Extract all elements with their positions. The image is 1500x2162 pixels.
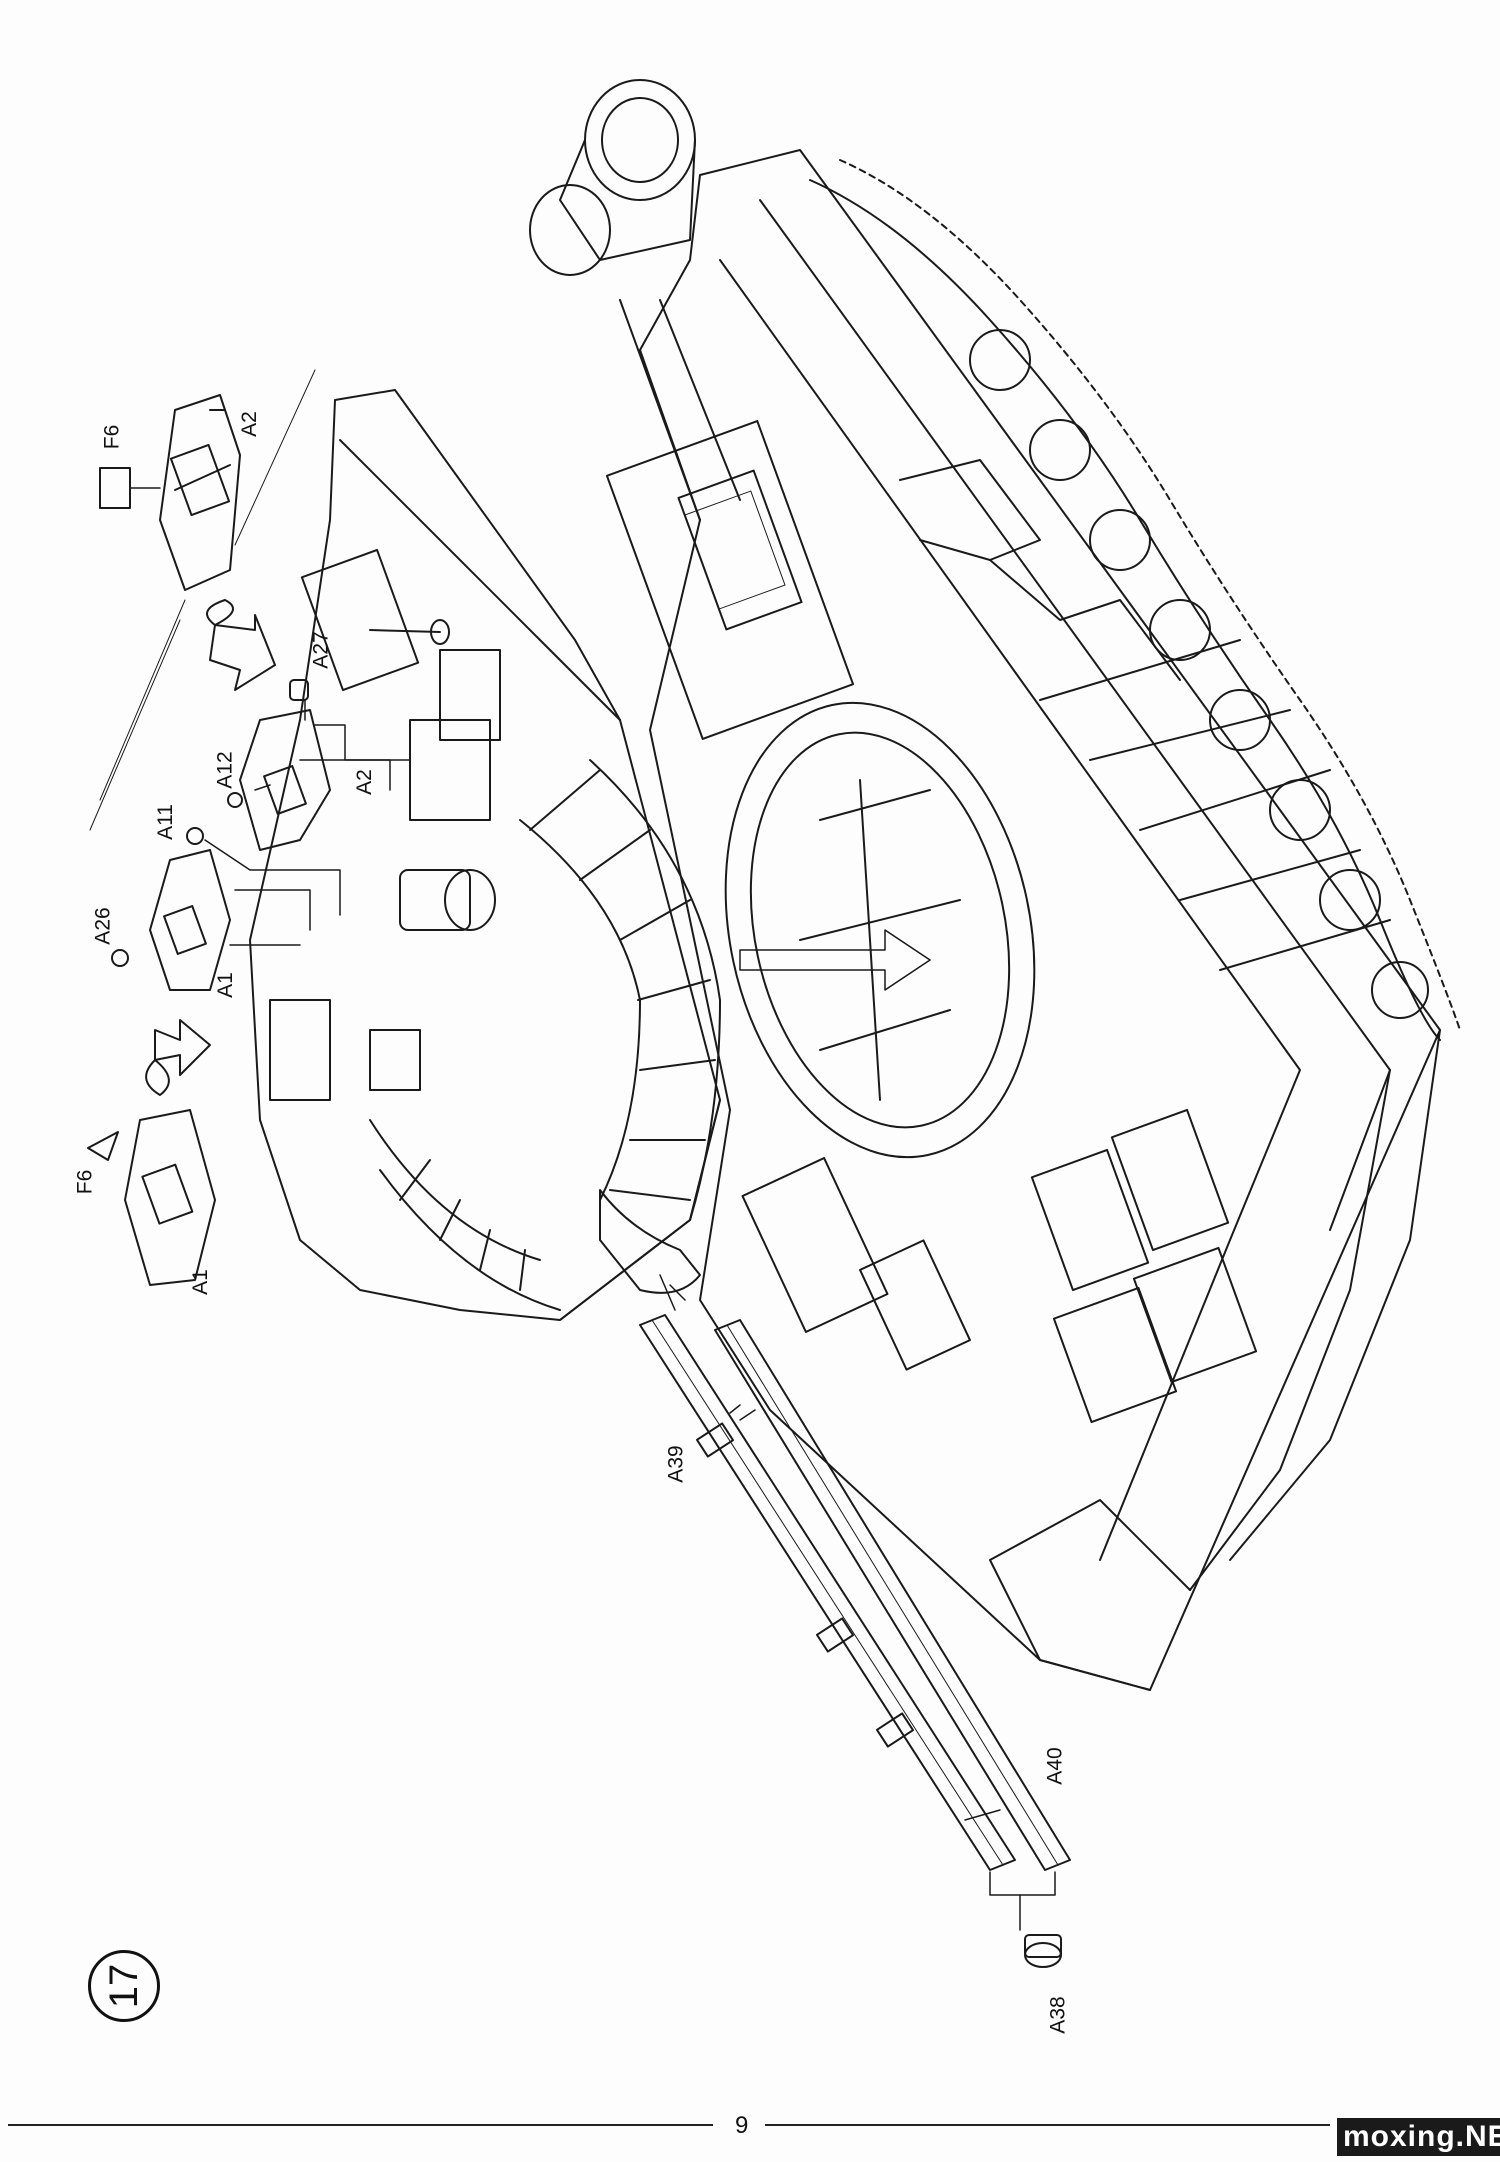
gun-barrel-drawing [639, 1274, 1071, 1968]
label-a11: A11 [153, 804, 177, 840]
label-f6-top: F6 [100, 424, 124, 450]
label-a2-top: A2 [237, 411, 261, 437]
installation-arrow [669, 929, 931, 1301]
label-a39: A39 [664, 1445, 688, 1483]
hull-drawing [529, 79, 1461, 1691]
label-a2-mid: A2 [352, 769, 376, 795]
label-a27: A27 [309, 631, 333, 669]
label-a40: A40 [1043, 1747, 1067, 1785]
page-number: 9 [735, 2112, 749, 2139]
detail-parts-drawing [87, 369, 411, 1286]
label-a12: A12 [213, 751, 237, 789]
watermark-logo: moxing.NET [1337, 2118, 1500, 2156]
label-a1-left: A1 [188, 1269, 212, 1295]
label-a38: A38 [1046, 1996, 1070, 2034]
footer-rule-right [765, 2124, 1330, 2126]
label-a1-mid: A1 [213, 972, 237, 998]
footer-rule-left [8, 2124, 713, 2126]
step-number: 17 [88, 1950, 160, 2022]
label-f6-left: F6 [73, 1169, 97, 1195]
turret-drawing [249, 389, 721, 1321]
label-a26: A26 [91, 907, 115, 945]
